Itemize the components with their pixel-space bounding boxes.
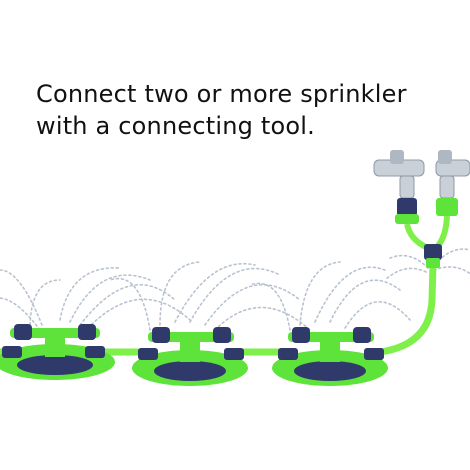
caption-line-1: Connect two or more sprinkler: [36, 80, 407, 108]
sprinkler-2: [132, 327, 248, 386]
faucet-right: [435, 150, 470, 216]
sprinkler-1: [0, 324, 115, 380]
sprinkler-3: [272, 327, 388, 386]
caption-line-2: with a connecting tool.: [36, 112, 315, 140]
y-connector: [404, 215, 450, 268]
hose: [0, 261, 437, 356]
caption-text: Connect two or more sprinkler with a con…: [36, 78, 456, 142]
faucet-left: [373, 150, 425, 224]
water-spray: [0, 248, 470, 331]
